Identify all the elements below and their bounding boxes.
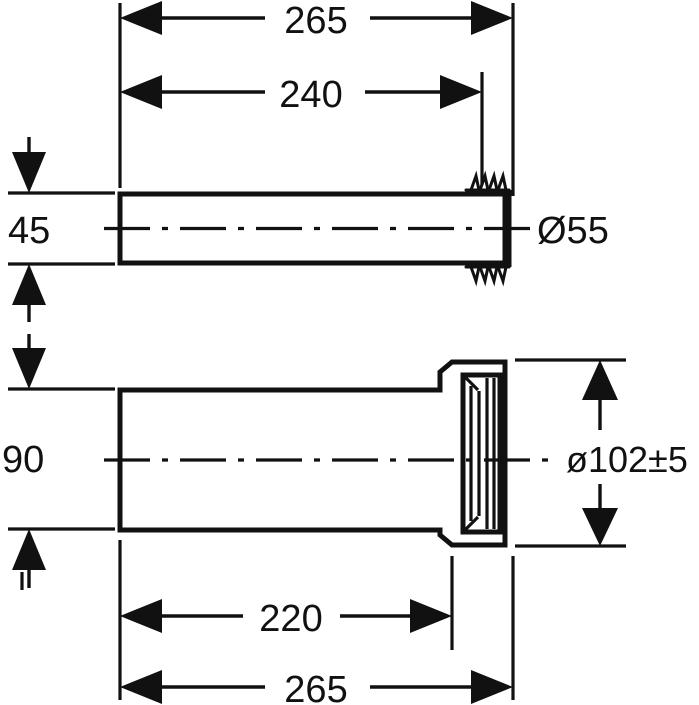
socket-chamfer-bottom — [461, 515, 480, 534]
arrow-90-bottom — [12, 529, 46, 570]
arrow-left-220 — [120, 599, 162, 633]
upper-pipe-side-view — [104, 170, 530, 287]
arrow-left-240 — [120, 75, 162, 109]
arrow-102-bottom — [582, 508, 618, 546]
socket-chamfer-top — [461, 373, 480, 392]
dimension-265-bottom-label: 265 — [284, 669, 347, 705]
arrow-right-265-bottom — [471, 670, 513, 704]
arrow-45-top — [12, 152, 46, 193]
dimension-90-group: 90 — [2, 334, 115, 588]
upper-pipe-barbs-top — [464, 170, 511, 192]
lower-pipe-outline — [117, 359, 508, 548]
arrow-right-265-top — [471, 1, 513, 35]
arrow-right-220 — [410, 599, 452, 633]
dimension-90-label: 90 — [2, 439, 44, 481]
dimension-220-group: 220 — [118, 540, 454, 700]
diameter-102-group: ø102±5 — [515, 358, 688, 548]
lower-pipe-socket-lip — [460, 372, 503, 535]
upper-pipe-outline — [117, 191, 508, 266]
dimension-45-label: 45 — [8, 210, 50, 252]
dimension-240-group: 240 — [120, 72, 484, 185]
dimension-265-top-group: 265 — [118, 0, 515, 196]
dimension-240-label: 240 — [279, 74, 342, 116]
lower-pipe-side-view — [104, 359, 560, 548]
diameter-55-label: Ø55 — [537, 210, 609, 252]
dimension-45-group: 45 — [8, 137, 115, 322]
arrow-102-top — [582, 360, 618, 400]
dimension-265-top-label: 265 — [284, 0, 347, 42]
arrow-45-bottom — [12, 264, 46, 305]
arrow-right-240 — [440, 75, 482, 109]
diameter-102-label: ø102±5 — [566, 439, 688, 480]
arrow-left-265-bottom — [120, 670, 162, 704]
arrow-90-top — [12, 348, 46, 389]
arrow-left-265-top — [120, 1, 162, 35]
upper-pipe-barbs-bottom — [464, 265, 511, 287]
dimension-220-label: 220 — [259, 598, 322, 640]
socket-rib-lines — [469, 378, 496, 529]
diameter-55-group: Ø55 — [537, 210, 609, 252]
dimension-265-bottom-group: 265 — [120, 556, 515, 705]
